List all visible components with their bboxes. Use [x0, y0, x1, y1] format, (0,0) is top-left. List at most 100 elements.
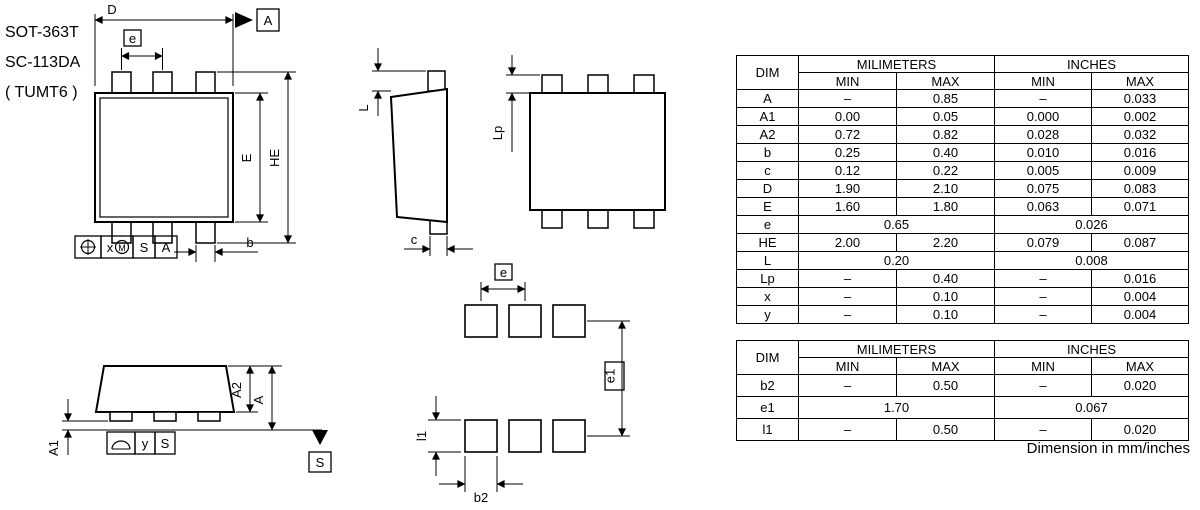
- t2-header-mm: MILIMETERS: [798, 340, 995, 358]
- t1-header-mm-min: MIN: [798, 72, 897, 90]
- dim-label-HE: HE: [267, 149, 282, 167]
- mm-max-cell: 2.10: [896, 179, 995, 198]
- mm-max-cell: 0.50: [896, 374, 995, 397]
- package-code: SC-113DA: [5, 54, 81, 71]
- mm-min-cell: –: [798, 305, 897, 324]
- mm-min-cell: –: [798, 287, 897, 306]
- t1-header-dim: DIM: [736, 55, 799, 90]
- dim-cell: l1: [736, 418, 799, 441]
- dim-label-L: L: [356, 104, 371, 111]
- fcf-y-label: y: [142, 436, 149, 451]
- package-outline-drawing: D A e E HE b: [46, 2, 666, 505]
- mm-min-cell: 1.60: [798, 197, 897, 216]
- dim-cell: L: [736, 251, 799, 270]
- inch-max-cell: 0.083: [1091, 179, 1189, 198]
- t1-header-mm: MILIMETERS: [798, 55, 995, 73]
- t1-header-mm-max: MAX: [896, 72, 995, 90]
- dimension-table-land-pattern: DIM MILIMETERS INCHES MIN MAX MIN MAX b2…: [736, 340, 1189, 441]
- dim-cell: D: [736, 179, 799, 198]
- mm-value-cell: 1.70: [798, 396, 995, 419]
- dim-label-b: b: [246, 235, 253, 250]
- t2-header-inches: INCHES: [994, 340, 1189, 358]
- mm-max-cell: 2.20: [896, 233, 995, 252]
- fcf-s-label: S: [140, 240, 149, 255]
- t1-header-in-min: MIN: [994, 72, 1092, 90]
- feature-control-frame-top: x M S A: [74, 235, 178, 259]
- dimension-units-note: Dimension in mm/inches: [1026, 440, 1190, 457]
- table-row: Lp–0.40–0.016: [736, 269, 1189, 288]
- mm-min-cell: –: [798, 89, 897, 108]
- inch-min-cell: –: [994, 269, 1092, 288]
- inch-max-cell: 0.004: [1091, 287, 1189, 306]
- inch-min-cell: –: [994, 89, 1092, 108]
- t2-header-in-min: MIN: [994, 357, 1092, 375]
- table-row: b2–0.50–0.020: [736, 374, 1189, 397]
- dim-cell: b: [736, 143, 799, 162]
- datum-s-triangle: [312, 430, 328, 445]
- dim-cell: x: [736, 287, 799, 306]
- inch-max-cell: 0.016: [1091, 269, 1189, 288]
- dim-label-A1: A1: [46, 440, 61, 456]
- mm-min-cell: 0.72: [798, 125, 897, 144]
- end-view-drawing: Lp: [490, 55, 666, 229]
- datum-a-triangle: [235, 12, 253, 28]
- mm-min-cell: –: [798, 269, 897, 288]
- inch-max-cell: 0.009: [1091, 161, 1189, 180]
- table-row: A–0.85–0.033: [736, 89, 1189, 108]
- land-pattern-drawing: e e1 l1 b2: [414, 263, 630, 505]
- inch-min-cell: –: [994, 374, 1092, 397]
- t1-header-inches: INCHES: [994, 55, 1189, 73]
- front-view-drawing: S A2 A A1 y: [46, 365, 332, 473]
- position-symbol-icon: [80, 239, 96, 255]
- dim-cell: A1: [736, 107, 799, 126]
- dim-label-e1: e1: [603, 369, 618, 383]
- package-name: SOT-363T: [5, 24, 79, 41]
- table-row: y–0.10–0.004: [736, 305, 1189, 324]
- dim-cell: A2: [736, 125, 799, 144]
- dim-label-A: A: [251, 395, 266, 404]
- mm-min-cell: 0.00: [798, 107, 897, 126]
- top-view-drawing: D A e E HE b: [74, 2, 296, 262]
- dim-cell: Lp: [736, 269, 799, 288]
- dome-symbol-icon: [111, 440, 131, 450]
- t2-header-mm-max: MAX: [896, 357, 995, 375]
- fcf-a-label: A: [162, 240, 171, 255]
- mm-value-cell: 0.65: [798, 215, 995, 234]
- circled-m-icon: [114, 239, 130, 255]
- table-row: l1–0.50–0.020: [736, 418, 1189, 441]
- datum-label-S: S: [316, 455, 325, 470]
- dim-label-A2: A2: [229, 382, 244, 398]
- inch-max-cell: 0.002: [1091, 107, 1189, 126]
- dim-cell: c: [736, 161, 799, 180]
- dim-cell: y: [736, 305, 799, 324]
- table-row: x–0.10–0.004: [736, 287, 1189, 306]
- inch-max-cell: 0.016: [1091, 143, 1189, 162]
- inch-max-cell: 0.033: [1091, 89, 1189, 108]
- inch-min-cell: 0.005: [994, 161, 1092, 180]
- dim-cell: b2: [736, 374, 799, 397]
- inch-min-cell: 0.079: [994, 233, 1092, 252]
- datum-label-A: A: [264, 13, 273, 28]
- mm-max-cell: 0.50: [896, 418, 995, 441]
- t1-header-in-max: MAX: [1091, 72, 1189, 90]
- t2-header-mm-min: MIN: [798, 357, 897, 375]
- mm-max-cell: 0.40: [896, 143, 995, 162]
- mm-value-cell: 0.20: [798, 251, 995, 270]
- mm-max-cell: 0.10: [896, 287, 995, 306]
- fcf-s2-label: S: [161, 436, 170, 451]
- mm-min-cell: 1.90: [798, 179, 897, 198]
- inch-max-cell: 0.004: [1091, 305, 1189, 324]
- inch-min-cell: 0.000: [994, 107, 1092, 126]
- inch-min-cell: 0.075: [994, 179, 1092, 198]
- inch-max-cell: 0.071: [1091, 197, 1189, 216]
- inch-max-cell: 0.020: [1091, 374, 1189, 397]
- dim-label-Lp: Lp: [490, 126, 505, 140]
- dim-label-b2: b2: [474, 490, 488, 505]
